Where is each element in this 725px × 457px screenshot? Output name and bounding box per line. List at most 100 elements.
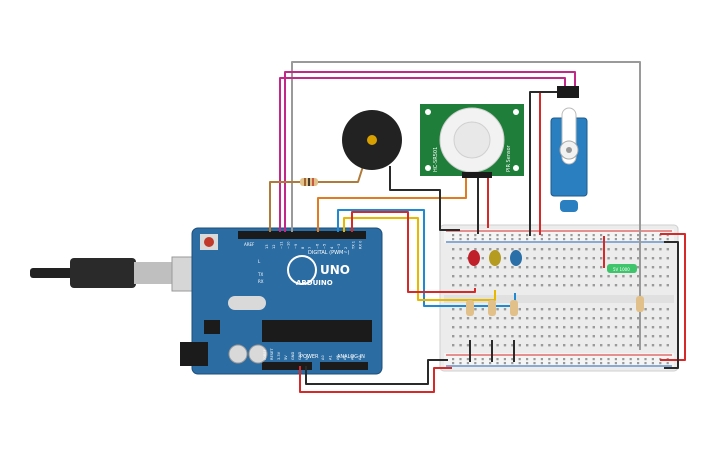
- breadboard-hole: [614, 284, 618, 287]
- rail-hole: [526, 238, 529, 241]
- rail-hole: [503, 234, 506, 237]
- breadboard-hole: [466, 284, 470, 287]
- breadboard-hole: [666, 335, 669, 338]
- rail-hole: [474, 234, 477, 237]
- rail-hole: [496, 238, 499, 241]
- breadboard-hole: [659, 275, 662, 278]
- breadboard-hole: [481, 275, 484, 278]
- pir-mount-hole-2: [513, 109, 519, 115]
- breadboard-hole: [526, 326, 529, 329]
- breadboard-hole: [607, 248, 610, 251]
- breadboard-hole: [666, 308, 669, 311]
- breadboard-hole: [555, 275, 558, 278]
- breadboard-hole: [659, 344, 662, 347]
- breadboard-hole: [585, 284, 588, 287]
- reset-button[interactable]: [204, 237, 214, 247]
- pir-dome-inner: [453, 121, 491, 159]
- breadboard-hole: [518, 326, 521, 329]
- breadboard-hole: [503, 266, 507, 269]
- breadboard-hole: [622, 248, 625, 251]
- rail-hole: [548, 362, 551, 365]
- breadboard-hole: [659, 284, 662, 287]
- breadboard-hole: [511, 275, 514, 278]
- pin-label: 3.3V: [277, 351, 281, 360]
- rail-hole: [644, 362, 647, 365]
- pin-label: A1: [328, 355, 332, 360]
- breadboard-hole: [629, 248, 632, 251]
- rail-hole: [496, 362, 499, 365]
- breadboard-hole: [496, 248, 499, 251]
- wire-yellow-led: [343, 217, 496, 301]
- breadboard-hole: [644, 266, 647, 269]
- pir-mount-hole-1: [425, 109, 431, 115]
- breadboard-hole: [466, 275, 470, 278]
- breadboard-hole: [540, 326, 544, 329]
- breadboard-hole: [585, 266, 588, 269]
- breadboard-hole: [452, 326, 455, 329]
- arduino-model-label: UNO: [320, 263, 350, 277]
- rail-hole: [466, 358, 469, 361]
- breadboard-hole: [592, 248, 595, 251]
- piezo-buzzer: [342, 110, 402, 170]
- breadboard-hole: [644, 344, 647, 347]
- breadboard-hole: [577, 317, 581, 320]
- breadboard-hole: [659, 248, 662, 251]
- wire-red-5v: [299, 366, 452, 393]
- atmega-chip: [262, 320, 372, 342]
- rail-hole: [548, 234, 551, 237]
- breadboard-hole: [555, 266, 558, 269]
- breadboard-hole: [577, 284, 581, 287]
- pir-mount-hole-4: [513, 165, 519, 171]
- pin-label: 12: [272, 244, 276, 249]
- breadboard-hole: [592, 317, 595, 320]
- usb-plug-metal: [134, 262, 174, 284]
- breadboard-hole: [614, 308, 618, 311]
- breadboard-hole: [563, 248, 566, 251]
- rail-hole: [452, 358, 455, 361]
- rail-hole: [548, 238, 551, 241]
- rail-hole: [644, 234, 647, 237]
- wire-magenta-2: [279, 77, 566, 232]
- breadboard-hole: [651, 257, 655, 260]
- breadboard-center-gap: [444, 295, 674, 303]
- breadboard-hole: [540, 248, 544, 251]
- rail-hole: [489, 362, 492, 365]
- rail-hole: [622, 362, 625, 365]
- breadboard-hole: [592, 335, 595, 338]
- breadboard-hole: [622, 317, 625, 320]
- rail-hole: [637, 362, 640, 365]
- breadboard-hole: [659, 326, 662, 329]
- breadboard-hole: [526, 248, 529, 251]
- rail-hole: [459, 238, 462, 241]
- rail-hole: [503, 362, 506, 365]
- breadboard-hole: [481, 257, 484, 260]
- rail-hole: [600, 362, 603, 365]
- breadboard-hole: [496, 308, 499, 311]
- rail-hole: [651, 238, 654, 241]
- breadboard-hole: [474, 275, 477, 278]
- breadboard-hole: [607, 335, 610, 338]
- breadboard-hole: [637, 317, 640, 320]
- rail-hole: [651, 362, 654, 365]
- breadboard-hole: [592, 284, 595, 287]
- usb-plug-body: [70, 258, 136, 288]
- breadboard-hole: [526, 308, 529, 311]
- breadboard-hole: [629, 326, 632, 329]
- crystal-oscillator: [228, 296, 266, 310]
- breadboard-hole: [570, 266, 573, 269]
- breadboard-hole: [474, 266, 477, 269]
- rail-hole: [540, 358, 543, 361]
- rail-hole: [614, 234, 617, 237]
- breadboard-hole: [518, 284, 521, 287]
- pin-label: RESET: [270, 348, 274, 360]
- breadboard-hole: [585, 326, 588, 329]
- pin-label: 13: [265, 244, 269, 249]
- breadboard-hole: [518, 275, 521, 278]
- breadboard-hole: [592, 326, 595, 329]
- breadboard-hole: [548, 266, 551, 269]
- rail-hole: [563, 238, 566, 241]
- rail-hole: [651, 234, 654, 237]
- pin-label: ~9: [294, 243, 298, 249]
- rail-hole: [518, 358, 521, 361]
- breadboard-hole: [474, 308, 477, 311]
